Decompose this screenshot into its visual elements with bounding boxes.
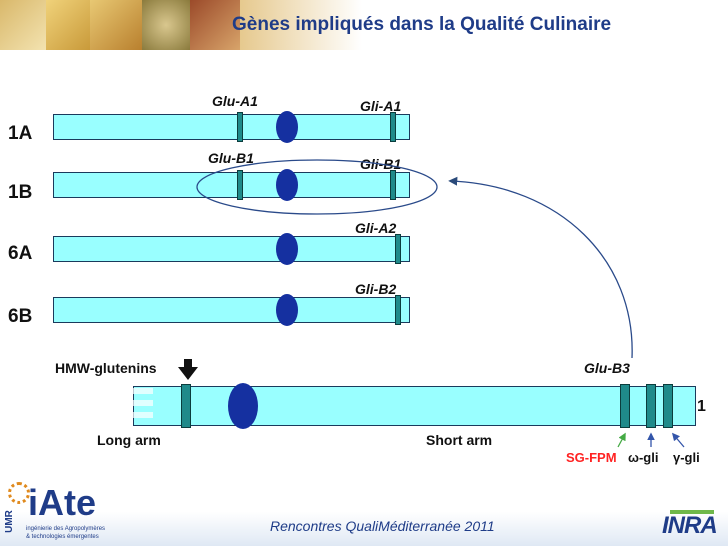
chromosome-label-1a: 1A (8, 123, 33, 144)
band-gli-a2 (395, 234, 401, 264)
glu-b3-label: Glu-B3 (584, 360, 630, 376)
iate-logo: UMR iAte ingénierie des Agropolymères & … (4, 474, 119, 544)
hmw-down-arrow-icon (178, 359, 198, 380)
inra-logo-accent (670, 510, 714, 514)
chromosome-label-6a: 6A (8, 243, 33, 264)
product-label-omega-gli: ω-gli (628, 450, 659, 465)
short-arm-label: Short arm (426, 432, 493, 448)
logo-iate-text: iAte (28, 482, 97, 523)
product-label-gamma-gli: γ-gli (673, 450, 700, 465)
food-photo-2 (46, 0, 90, 50)
iate-sun-icon (8, 482, 30, 504)
band-gli-b1 (390, 170, 396, 200)
gamma-gli-arrow (671, 432, 685, 448)
sg-fpm-arrow (617, 432, 626, 448)
food-photo-3 (90, 0, 142, 50)
band-glu-b1 (237, 170, 243, 200)
gene-label-glu-b1: Glu-B1 (208, 150, 254, 166)
product-label-sg-fpm: SG-FPM (566, 450, 617, 465)
band-glu-a1 (237, 112, 243, 142)
band-gli-b2 (395, 295, 401, 325)
centromere-detail (228, 383, 258, 429)
band-omega-gli (646, 384, 656, 428)
centromere-1b (276, 169, 298, 201)
gene-label-gli-a1: Gli-A1 (360, 98, 402, 114)
footer (0, 470, 728, 546)
chromosome-6a (53, 236, 410, 262)
logo-umr-text: UMR (3, 510, 15, 533)
food-photo-1 (0, 0, 46, 50)
chromosome-1a (53, 114, 410, 140)
header-banner (0, 0, 728, 50)
food-photo-5 (190, 0, 240, 50)
inra-logo: INRA (662, 512, 718, 539)
band-hmw (181, 384, 191, 428)
gene-label-gli-a2: Gli-A2 (355, 220, 397, 236)
gene-label-gli-b2: Gli-B2 (355, 281, 397, 297)
dashed-start (131, 388, 153, 424)
footer-event-text: Rencontres QualiMéditerranée 2011 (270, 518, 495, 534)
gene-label-gli-b1: Gli-B1 (360, 156, 402, 172)
long-arm-label: Long arm (97, 432, 161, 448)
banner-fade (240, 0, 728, 50)
chromosome-label-1b: 1B (8, 182, 33, 203)
centromere-1a (276, 111, 298, 143)
centromere-6b (276, 294, 298, 326)
hmw-glutenins-label: HMW-glutenins (55, 360, 157, 376)
chromosome-1b (53, 172, 410, 198)
gene-label-glu-a1: Glu-A1 (212, 93, 258, 109)
centromere-6a (276, 233, 298, 265)
chromosome-detail (133, 386, 696, 426)
band-gamma-gli (663, 384, 673, 428)
logo-iate-sub2: & technologies émergentes (26, 534, 99, 540)
chromosome-label-6b: 6B (8, 306, 33, 327)
logo-iate-sub1: ingénierie des Agropolymères (26, 526, 106, 532)
trailing-label: 1 (697, 398, 706, 415)
band-sg-fpm (620, 384, 630, 428)
band-gli-a1 (390, 112, 396, 142)
page-title: Gènes impliqués dans la Qualité Culinair… (232, 14, 612, 35)
curved-arrow (448, 176, 633, 359)
food-photo-4 (142, 0, 190, 50)
chromosome-6b (53, 297, 410, 323)
